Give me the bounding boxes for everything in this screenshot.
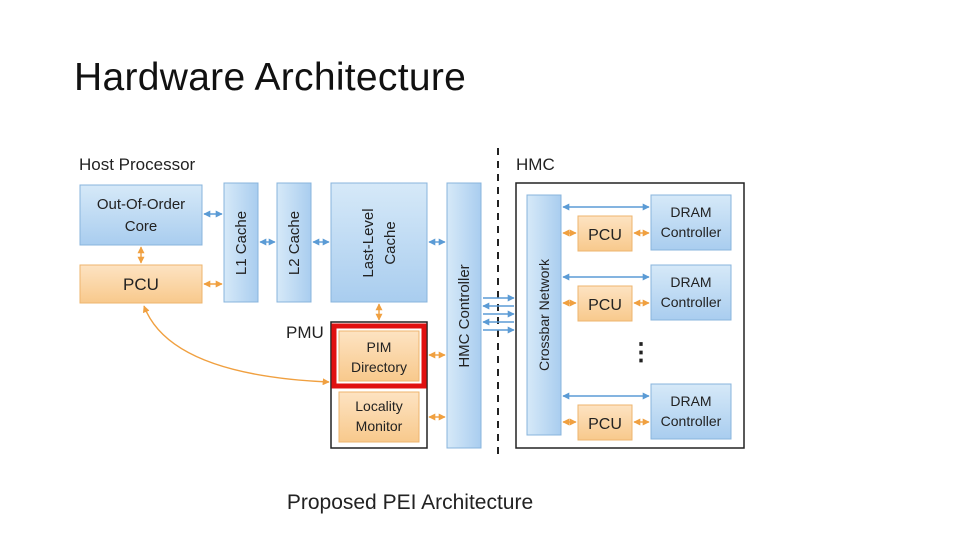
blue-arrows	[203, 203, 650, 400]
llc-line2: Cache	[382, 221, 399, 264]
orange-arrows	[137, 229, 650, 426]
locality-monitor-box: Locality Monitor	[338, 391, 420, 443]
ooo-core-box: Out-Of-Order Core	[79, 184, 203, 246]
hmc-label: HMC	[516, 155, 555, 174]
pim-directory-highlight	[331, 323, 427, 389]
crossbar-network-label: Crossbar Network	[536, 258, 552, 371]
vault-pcu-2-label: PCU	[588, 297, 622, 314]
dram-controller-1-line2: Controller	[661, 224, 722, 240]
dram-controller-2: DRAM Controller	[650, 264, 732, 321]
vault-pcu-1: PCU	[577, 215, 633, 252]
hmc-controller-label: HMC Controller	[456, 264, 473, 367]
llc-box: Last-Level Cache	[330, 182, 428, 303]
pim-directory-line2: Directory	[351, 359, 407, 375]
host-processor-label: Host Processor	[79, 155, 196, 174]
ellipsis-icon: ⋮	[629, 339, 653, 366]
dram-controller-2-line1: DRAM	[670, 274, 711, 290]
locality-monitor-line2: Monitor	[356, 418, 403, 434]
vault-pcu-2: PCU	[577, 285, 633, 322]
ooo-core-line2: Core	[125, 218, 158, 235]
dram-controller-3-line2: Controller	[661, 413, 722, 429]
dram-controller-2-line2: Controller	[661, 294, 722, 310]
hmc-frame	[515, 182, 745, 449]
caption-text: Proposed PEI Architecture	[286, 491, 534, 514]
crossbar-network-box: Crossbar Network	[526, 194, 562, 436]
host-pcu-label: PCU	[123, 275, 159, 294]
host-pcu-box: PCU	[79, 264, 203, 304]
l2-cache-label: L2 Cache	[286, 211, 303, 275]
pmu-frame	[330, 321, 428, 449]
dram-controller-1-line1: DRAM	[670, 204, 711, 220]
diagram-caption: Proposed PEI Architecture	[0, 491, 820, 515]
ooo-core-line1: Out-Of-Order	[97, 196, 185, 213]
arrow-pcu-pimdirectory	[142, 305, 330, 386]
pmu-label: PMU	[286, 323, 324, 342]
llc-line1: Last-Level	[360, 208, 377, 277]
vault-pcu-1-label: PCU	[588, 227, 622, 244]
l1-cache-box: L1 Cache	[223, 182, 259, 303]
dram-controller-3: DRAM Controller	[650, 383, 732, 440]
pim-directory-box: PIM Directory	[331, 323, 427, 389]
dram-controller-3-line1: DRAM	[670, 393, 711, 409]
vault-pcu-3-label: PCU	[588, 416, 622, 433]
locality-monitor-line1: Locality	[355, 398, 402, 414]
vault-pcu-3: PCU	[577, 404, 633, 441]
l1-cache-label: L1 Cache	[233, 211, 250, 275]
l2-cache-box: L2 Cache	[276, 182, 312, 303]
hmc-controller-box: HMC Controller	[446, 182, 482, 449]
dram-controller-1: DRAM Controller	[650, 194, 732, 251]
slide-title: Hardware Architecture	[74, 56, 467, 99]
pim-directory-line1: PIM	[367, 339, 392, 355]
